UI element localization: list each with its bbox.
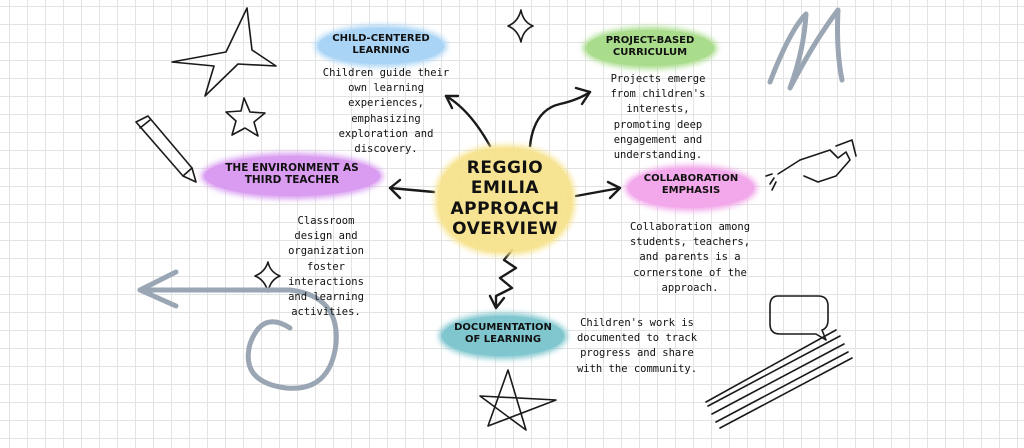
documentation-description: Children's work is documented to track p… <box>576 317 698 375</box>
arrow-to-child-centered <box>444 94 492 148</box>
project-based-title: PROJECT-BASED CURRICULUM <box>605 35 695 58</box>
pointing-hand-icon <box>765 139 857 191</box>
arrow-to-collaboration <box>574 180 622 200</box>
curled-arrow-swash <box>137 287 339 391</box>
hatch-lines-icon <box>705 329 853 429</box>
environment-title: THE ENVIRONMENT AS THIRD TEACHER <box>225 162 359 187</box>
center-node-highlight <box>438 148 572 252</box>
collaboration-title: COLLABORATION EMPHASIS <box>643 173 739 196</box>
documentation-title: DOCUMENTATION OF LEARNING <box>454 322 552 345</box>
speech-bubble-icon <box>769 295 829 341</box>
child-centered-title: CHILD-CENTERED LEARNING <box>332 33 430 56</box>
diamond-sparkle-icon <box>507 9 534 43</box>
pencil-icon <box>135 115 197 183</box>
arrow-to-project-based <box>528 86 592 148</box>
environment-description: Classroom design and organization foster… <box>288 215 364 319</box>
outline-star-icon <box>479 369 557 431</box>
project-based-highlight <box>586 30 714 66</box>
small-star-icon <box>225 97 266 137</box>
collaboration-highlight <box>628 168 754 208</box>
child-centered-description: Children guide their own learning experi… <box>322 67 450 156</box>
arrow-to-documentation <box>488 248 518 310</box>
child-centered-highlight <box>318 28 444 64</box>
documentation-highlight <box>442 316 564 356</box>
zigzag-swash <box>767 7 845 91</box>
curled-arrow-head <box>137 269 179 309</box>
environment-highlight <box>204 156 380 196</box>
center-node-title: REGGIO EMILIA APPROACH OVERVIEW <box>450 158 560 240</box>
project-based-description: Projects emerge from children's interest… <box>610 73 706 162</box>
arrow-to-environment <box>388 178 436 200</box>
sparkle-star-icon <box>171 7 277 97</box>
collaboration-description: Collaboration among students, teachers, … <box>629 221 751 294</box>
